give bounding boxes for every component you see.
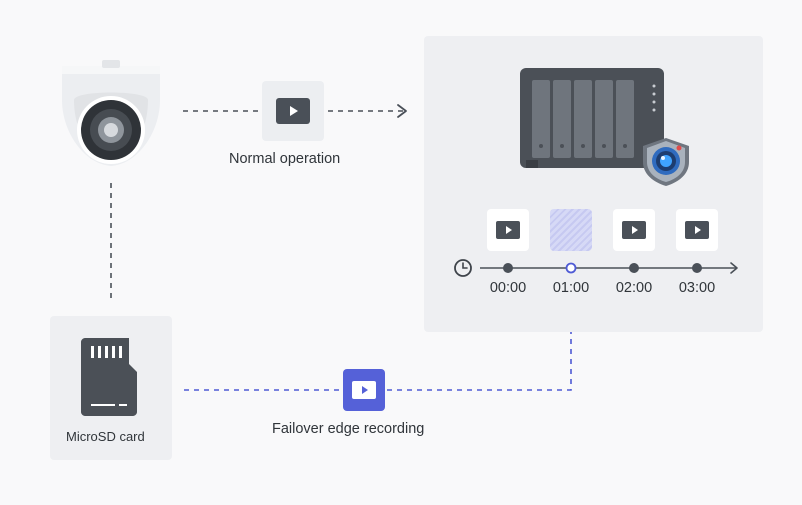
timeline-tile-0100-gap xyxy=(550,209,592,251)
dome-camera-icon xyxy=(54,60,168,172)
timeline-point-0100 xyxy=(565,262,577,274)
microsd-label: MicroSD card xyxy=(66,429,145,444)
time-label-1: 01:00 xyxy=(552,280,590,296)
timeline-tile-0300 xyxy=(676,209,718,251)
clock-icon xyxy=(454,259,472,277)
nas-server-icon xyxy=(520,66,666,172)
timeline-tile-0200 xyxy=(613,209,655,251)
microsd-card-icon xyxy=(81,338,141,416)
failover-label: Failover edge recording xyxy=(272,421,425,437)
normal-operation-arrowhead xyxy=(397,104,407,118)
timeline-point-0000 xyxy=(503,263,513,273)
failover-line-right xyxy=(387,316,572,391)
failover-video-tile xyxy=(343,369,385,411)
normal-operation-video-tile xyxy=(262,81,324,141)
time-label-2: 02:00 xyxy=(615,280,653,296)
video-play-icon xyxy=(276,98,310,124)
video-play-icon xyxy=(685,221,709,239)
video-play-icon xyxy=(352,381,376,399)
time-label-3: 03:00 xyxy=(678,280,716,296)
timeline-axis xyxy=(454,259,738,277)
normal-operation-label: Normal operation xyxy=(229,151,341,167)
timeline-point-0200 xyxy=(629,263,639,273)
time-label-0: 00:00 xyxy=(489,280,527,296)
video-play-icon xyxy=(496,221,520,239)
video-play-icon xyxy=(622,221,646,239)
timeline-tile-0000 xyxy=(487,209,529,251)
timeline-point-0300 xyxy=(692,263,702,273)
surveillance-camera-badge-icon xyxy=(639,136,693,188)
